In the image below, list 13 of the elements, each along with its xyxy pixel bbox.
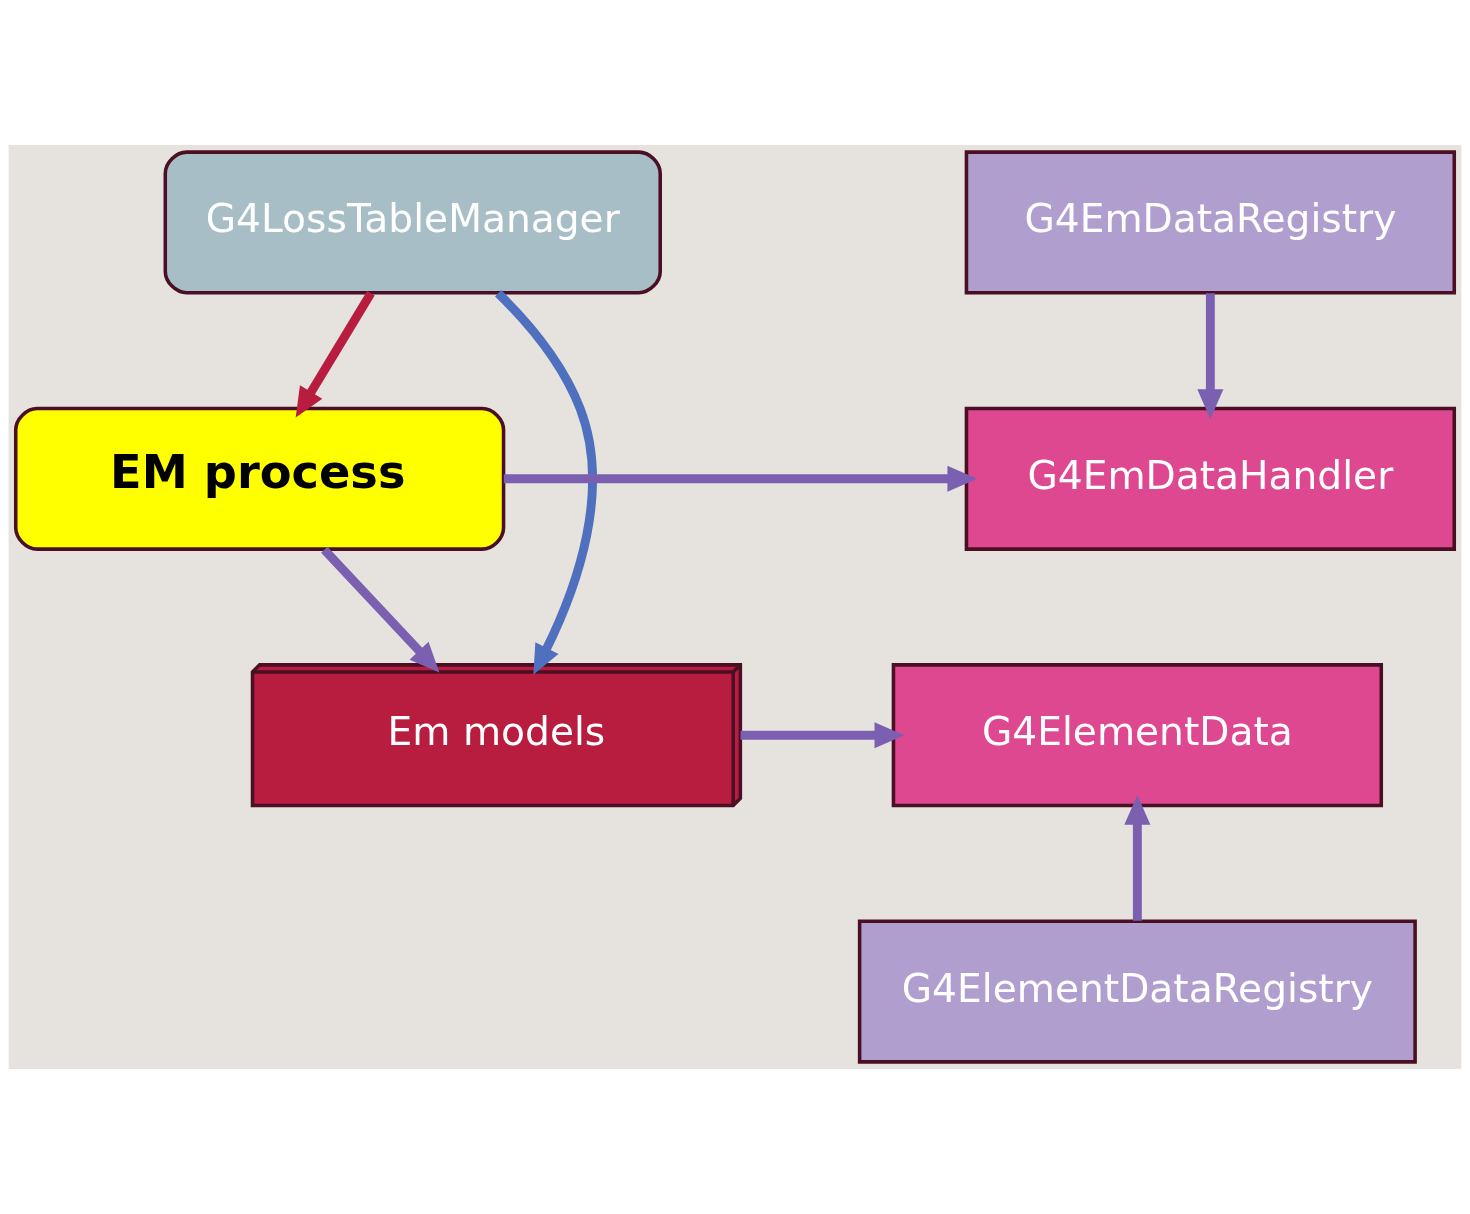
arrow [740, 722, 905, 749]
arrow [1197, 293, 1224, 420]
node-box: G4EmDataHandler [964, 406, 1457, 551]
node-box: G4EmDataRegistry [964, 150, 1457, 295]
node-box: G4ElementDataRegistry [857, 919, 1417, 1064]
arrow [1124, 794, 1151, 921]
node-box: G4LossTableManager [163, 150, 662, 295]
node-box: EM process [13, 406, 506, 551]
node-box: G4ElementData [891, 663, 1384, 808]
arrow [503, 465, 978, 492]
arrow [295, 291, 375, 418]
arrow [321, 546, 440, 673]
arrow [495, 290, 597, 675]
